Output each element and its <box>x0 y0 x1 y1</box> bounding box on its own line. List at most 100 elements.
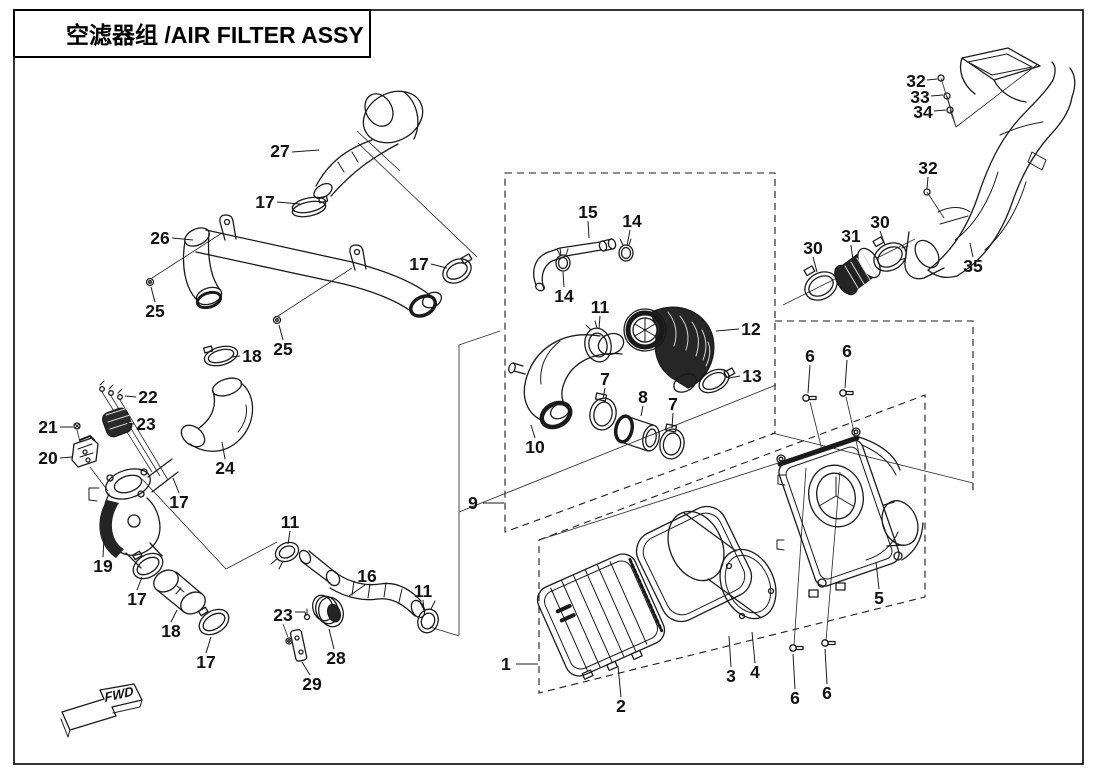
callout-26: 26 <box>150 228 170 248</box>
leader-line-32 <box>926 78 938 81</box>
leader-line-6 <box>792 653 796 690</box>
part-27-hose-drawing <box>313 90 424 199</box>
part-17-clamp-icon <box>291 195 329 218</box>
leader-line-3 <box>728 635 732 668</box>
group-boxes <box>504 172 974 694</box>
callout-33: 33 <box>910 87 930 107</box>
leader-line-29 <box>301 661 311 676</box>
group-box-1 <box>538 394 926 694</box>
callout-17: 17 <box>169 492 188 512</box>
part-17-clamp-icon <box>197 606 230 636</box>
callout-22: 22 <box>138 387 158 407</box>
callout-3: 3 <box>726 666 736 686</box>
callout-17: 17 <box>255 192 274 212</box>
part-12-corrugated-hose-drawing <box>623 306 715 393</box>
part-17-clamp-icon <box>131 550 164 580</box>
leader-line-35 <box>969 242 974 258</box>
part-11-clamp-icon <box>584 320 612 363</box>
leader-line-13 <box>728 375 741 379</box>
leader-line-17 <box>430 263 448 269</box>
part-24-elbow-hose-drawing <box>180 377 254 452</box>
callout-6: 6 <box>842 341 852 361</box>
part-18-clamp-icon <box>202 345 239 367</box>
part-28-grommet-drawing <box>312 594 344 628</box>
leader-line-23 <box>126 422 135 425</box>
callout-18: 18 <box>242 346 262 366</box>
callout-4: 4 <box>750 662 760 682</box>
part-29-bracket-drawing <box>289 628 308 662</box>
leader-line-6 <box>844 359 848 389</box>
fwd-label: FWD <box>104 683 135 705</box>
leader-line-7 <box>671 412 674 429</box>
leader-line-14 <box>626 229 631 247</box>
callout-25: 25 <box>145 301 165 321</box>
part-35-snorkel-drawing <box>899 47 1076 280</box>
callout-24: 24 <box>215 458 235 478</box>
callout-30: 30 <box>870 212 890 232</box>
leader-line-11 <box>598 315 601 330</box>
group-box-right <box>775 320 974 492</box>
part-30-clamp-icon <box>872 236 907 272</box>
part-5-airbox-drawing <box>776 427 924 598</box>
leader-line-2 <box>617 665 622 698</box>
part-25-bolt-icon <box>145 277 282 325</box>
part-19-throttle-body-drawing <box>88 458 179 569</box>
leader-line-27 <box>291 149 320 153</box>
part-2-filter-cover-drawing <box>536 553 666 680</box>
callout-30: 30 <box>803 238 823 258</box>
leader-line-20 <box>59 456 73 459</box>
leader-line-11 <box>422 599 425 612</box>
leader-line-18 <box>170 609 178 623</box>
leader-line-33 <box>930 94 944 97</box>
leader-line-22 <box>124 395 137 398</box>
leader-line-32 <box>926 176 929 190</box>
leader-line-30 <box>812 256 818 273</box>
callout-27: 27 <box>270 141 289 161</box>
callout-8: 8 <box>638 387 648 407</box>
leader-line-28 <box>328 628 335 650</box>
leader-line-4 <box>751 631 756 664</box>
callout-28: 28 <box>326 648 346 668</box>
leader-line-12 <box>715 328 740 332</box>
callout-7: 7 <box>600 369 610 389</box>
callout-32: 32 <box>918 158 938 178</box>
part-21-screw-icon <box>73 422 81 430</box>
callout-17: 17 <box>409 254 428 274</box>
part-14-spring-clamp-icon <box>555 238 634 272</box>
callout-6: 6 <box>805 346 815 366</box>
callout-18: 18 <box>161 621 181 641</box>
part-7-clamp-icon <box>659 423 685 460</box>
part-34-screw-icon <box>946 106 954 114</box>
callout-11: 11 <box>281 512 300 532</box>
callout-17: 17 <box>196 652 215 672</box>
leader-line-31 <box>850 244 854 262</box>
callout-23: 23 <box>273 605 293 625</box>
callout-16: 16 <box>357 566 377 586</box>
leader-line-14 <box>562 271 565 288</box>
title-box <box>13 9 371 58</box>
leader-line-30 <box>879 230 886 246</box>
title-block: 空滤器组 /AIR FILTER ASSY <box>13 9 371 58</box>
callout-15: 15 <box>578 202 598 222</box>
callout-2: 2 <box>616 696 626 716</box>
part-10-elbow-hose-drawing <box>508 332 625 430</box>
leader-line-34 <box>933 109 947 112</box>
callout-14: 14 <box>622 211 642 231</box>
leader-line-15 <box>587 220 590 239</box>
leader-line-17 <box>136 576 143 591</box>
callout-23: 23 <box>136 414 156 434</box>
fwd-arrow: FWD <box>60 683 143 738</box>
leader-line-10 <box>530 424 536 439</box>
part-17-clamp-icon <box>442 253 473 284</box>
callout-29: 29 <box>302 674 322 694</box>
leader-line-16 <box>348 584 366 597</box>
callout-9: 9 <box>468 493 478 513</box>
callout-17: 17 <box>127 589 146 609</box>
callout-11: 11 <box>414 581 433 601</box>
leader-line-25 <box>278 324 284 341</box>
callout-25: 25 <box>273 339 293 359</box>
part-22-screw-icon <box>99 380 123 400</box>
